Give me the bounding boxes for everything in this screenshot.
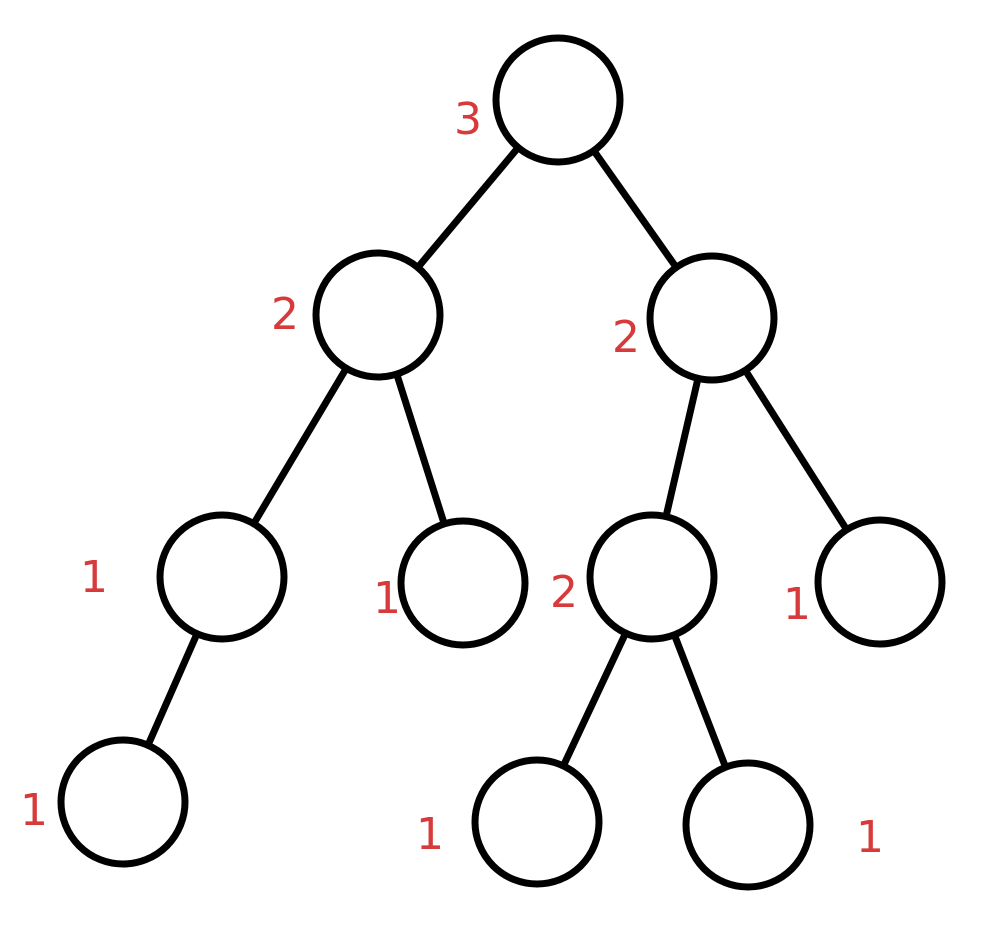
node-label-rr: 1: [783, 579, 811, 630]
node-label-rlr: 1: [856, 812, 884, 863]
tree-edges: [144, 144, 851, 771]
tree-node-l: [312, 249, 444, 381]
edge-rl-rll: [559, 629, 630, 770]
tree-nodes: [57, 34, 946, 891]
tree-node-ll: [156, 511, 288, 643]
node-label-root: 3: [454, 94, 482, 145]
node-label-lr: 1: [373, 573, 401, 624]
tree-node-lll: [57, 736, 189, 868]
edge-root-l: [414, 144, 522, 271]
tree-node-rl: [586, 511, 718, 643]
tree-node-rr: [814, 516, 946, 648]
tree-node-rll: [471, 756, 603, 888]
edge-root-r: [590, 147, 680, 271]
edge-r-rl: [662, 374, 702, 521]
tree-node-r: [646, 252, 778, 384]
edge-rl-rlr: [670, 631, 730, 771]
node-label-ll: 1: [80, 552, 108, 603]
edge-ll-lll: [144, 630, 201, 749]
node-label-r: 2: [612, 312, 640, 363]
node-label-rl: 2: [550, 567, 578, 618]
tree-node-labels: 3 2 2 1 1 2 1 1 1 1: [20, 94, 884, 863]
edge-l-lr: [393, 370, 448, 528]
tree-node-lr: [397, 517, 529, 649]
node-label-lll: 1: [20, 785, 48, 836]
node-label-rll: 1: [416, 809, 444, 860]
tree-node-rlr: [682, 759, 814, 891]
node-label-l: 2: [271, 289, 299, 340]
edge-l-ll: [250, 364, 350, 528]
edge-r-rr: [741, 366, 851, 534]
tree-node-root: [492, 34, 624, 166]
